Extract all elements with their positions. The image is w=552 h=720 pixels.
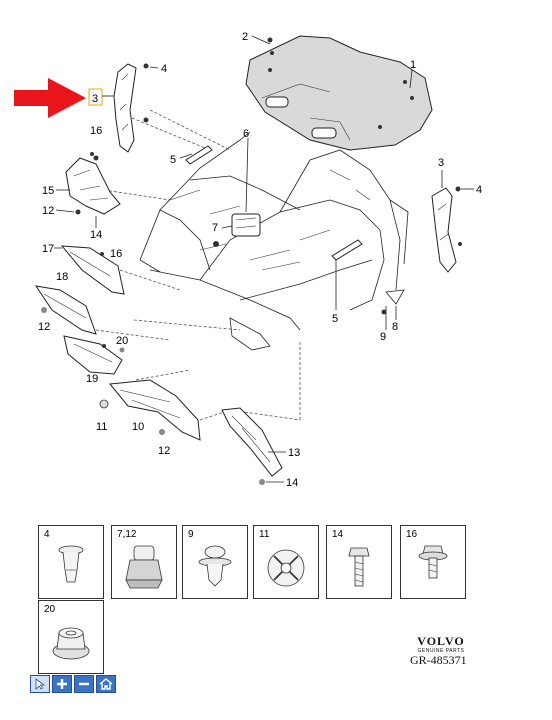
callout-10: 10 bbox=[132, 421, 144, 433]
bolt-icon bbox=[348, 547, 370, 587]
fastener-label: 9 bbox=[188, 529, 194, 540]
exploded-parts-diagram: 1 2 3 3 4 4 5 5 6 7 8 9 10 11 12 12 12 1… bbox=[14, 31, 482, 489]
callout-7: 7 bbox=[212, 222, 218, 234]
fastener-label: 4 bbox=[44, 529, 50, 540]
callout-19: 19 bbox=[86, 373, 98, 385]
callout-18: 18 bbox=[56, 271, 68, 283]
brand-sub-text: GENUINE PARTS bbox=[417, 648, 465, 654]
callout-12-upper: 12 bbox=[42, 205, 54, 217]
washer-icon bbox=[267, 549, 305, 587]
part-15-bracket[interactable] bbox=[65, 157, 121, 215]
plus-icon bbox=[57, 679, 67, 689]
vehicle-front-structure bbox=[139, 131, 409, 351]
fastener-card-9[interactable]: 9 bbox=[182, 525, 248, 599]
plastic-clip-icon bbox=[198, 545, 232, 587]
minus-icon bbox=[79, 682, 89, 686]
part-19-panel[interactable] bbox=[63, 335, 123, 375]
callout-8: 8 bbox=[392, 321, 398, 333]
callout-6: 6 bbox=[243, 128, 249, 140]
callout-12-lower: 12 bbox=[158, 445, 170, 457]
callout-9: 9 bbox=[380, 331, 386, 343]
volvo-logo: VOLVO GENUINE PARTS bbox=[412, 634, 470, 654]
highlight-box bbox=[88, 88, 103, 106]
fastener-label: 20 bbox=[44, 604, 56, 615]
brand-logo-text: VOLVO bbox=[417, 634, 465, 648]
fastener-label: 16 bbox=[406, 529, 418, 540]
clip-nut-icon bbox=[125, 545, 163, 589]
diagram-reference-code: GR-485371 bbox=[410, 653, 467, 667]
home-icon bbox=[99, 678, 113, 690]
part-17-panel[interactable] bbox=[60, 245, 125, 295]
callout-14-upper: 14 bbox=[90, 229, 102, 241]
fastener-label: 7,12 bbox=[117, 529, 137, 540]
callout-13: 13 bbox=[288, 447, 300, 459]
part-1-undershield[interactable] bbox=[245, 35, 433, 151]
part-13-bracket[interactable] bbox=[221, 407, 283, 477]
callout-15: 15 bbox=[42, 185, 54, 197]
callout-17: 17 bbox=[42, 243, 54, 255]
fastener-card-4[interactable]: 4 bbox=[38, 525, 104, 599]
fastener-card-7-12[interactable]: 7,12 bbox=[111, 525, 177, 599]
flange-bolt-icon bbox=[418, 545, 448, 579]
viewer-toolbar bbox=[30, 675, 118, 693]
zoom-out-button[interactable] bbox=[74, 675, 94, 693]
part-5-lower-rod[interactable] bbox=[331, 239, 363, 261]
part-10-panel[interactable] bbox=[109, 379, 201, 441]
pointer-tool-button[interactable] bbox=[30, 675, 50, 693]
callout-1: 1 bbox=[410, 59, 416, 71]
part-3-right-bracket[interactable] bbox=[431, 187, 457, 273]
part-5-upper-rod[interactable] bbox=[185, 145, 213, 165]
fastener-card-11[interactable]: 11 bbox=[253, 525, 319, 599]
flange-nut-icon bbox=[52, 627, 90, 660]
callout-16-upper: 16 bbox=[90, 125, 102, 137]
callout-11: 11 bbox=[96, 421, 107, 433]
home-button[interactable] bbox=[96, 675, 116, 693]
zoom-in-button[interactable] bbox=[52, 675, 72, 693]
highlight-arrow bbox=[14, 78, 86, 118]
callout-12-middle: 12 bbox=[38, 321, 50, 333]
fastener-label: 14 bbox=[332, 529, 344, 540]
callout-4-left: 4 bbox=[161, 63, 167, 75]
fastener-label: 11 bbox=[259, 529, 270, 540]
push-rivet-icon bbox=[58, 545, 84, 583]
fastener-card-20[interactable]: 20 bbox=[38, 600, 104, 674]
callout-20: 20 bbox=[116, 335, 128, 347]
callout-3-left: 3 bbox=[92, 93, 98, 105]
fastener-card-14[interactable]: 14 bbox=[326, 525, 392, 599]
callout-16-middle: 16 bbox=[110, 248, 122, 260]
fastener-card-16[interactable]: 16 bbox=[400, 525, 466, 599]
callout-4-right: 4 bbox=[476, 184, 482, 196]
callout-5-lower: 5 bbox=[332, 313, 338, 325]
pointer-icon bbox=[35, 678, 46, 690]
callout-14-lower: 14 bbox=[286, 477, 298, 489]
part-3-left-bracket[interactable] bbox=[113, 63, 137, 153]
callout-3-right: 3 bbox=[438, 157, 444, 169]
callout-5-upper: 5 bbox=[170, 154, 176, 166]
callout-2: 2 bbox=[242, 31, 248, 43]
